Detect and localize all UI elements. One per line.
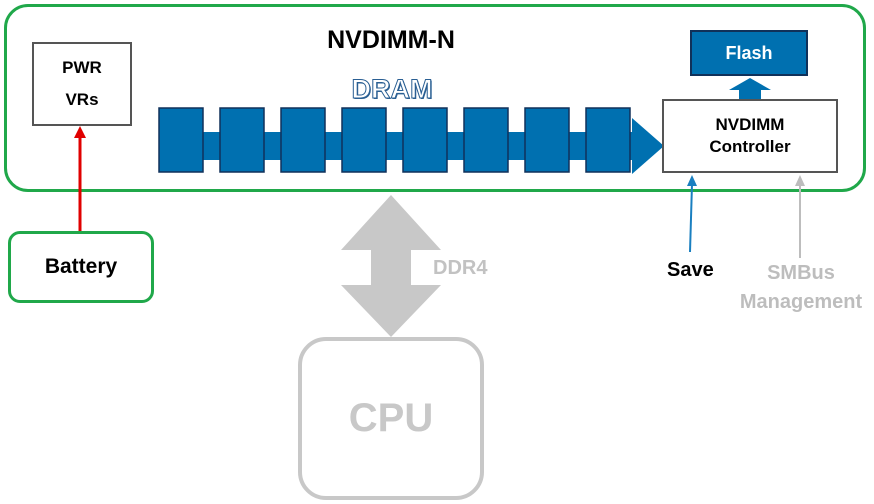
smbus-line2: Management [739,291,863,313]
save-arrow [687,175,697,253]
flash-box: Flash [690,30,808,76]
flash-label: Flash [725,42,773,63]
battery-box: Battery [8,231,154,303]
dram-chip [158,107,204,173]
controller-line1: NVDIMM [715,115,785,134]
dram-chip [280,107,326,173]
dram-label: DRAM [351,74,433,105]
pwr-vrs-box: PWR VRs [32,42,132,126]
cpu-box: CPU [298,337,484,500]
module-title: NVDIMM-N [327,26,455,54]
dram-chip [341,107,387,173]
smbus-management-label: SMBus Management [728,259,874,317]
ddr4-label: DDR4 [433,257,488,279]
smbus-line1: SMBus [767,262,835,284]
dram-chip [524,107,570,173]
dram-chip [463,107,509,173]
nvdimm-module-outline [4,4,866,192]
dram-chip [219,107,265,173]
dram-chip [585,107,631,173]
ddr4-double-arrow [341,195,441,337]
dram-chip [402,107,448,173]
power-arrow [74,126,86,231]
dram-chip-row [158,107,631,173]
save-label: Save [667,259,714,281]
cpu-label: CPU [348,396,434,440]
vrs-label: VRs [65,90,99,109]
controller-line2: Controller [709,137,791,156]
flash-write-arrow [729,78,771,100]
nvdimm-controller-box: NVDIMM Controller [662,99,838,173]
pwr-label: PWR [62,58,102,77]
smbus-arrow [795,175,805,258]
battery-label: Battery [44,255,118,278]
